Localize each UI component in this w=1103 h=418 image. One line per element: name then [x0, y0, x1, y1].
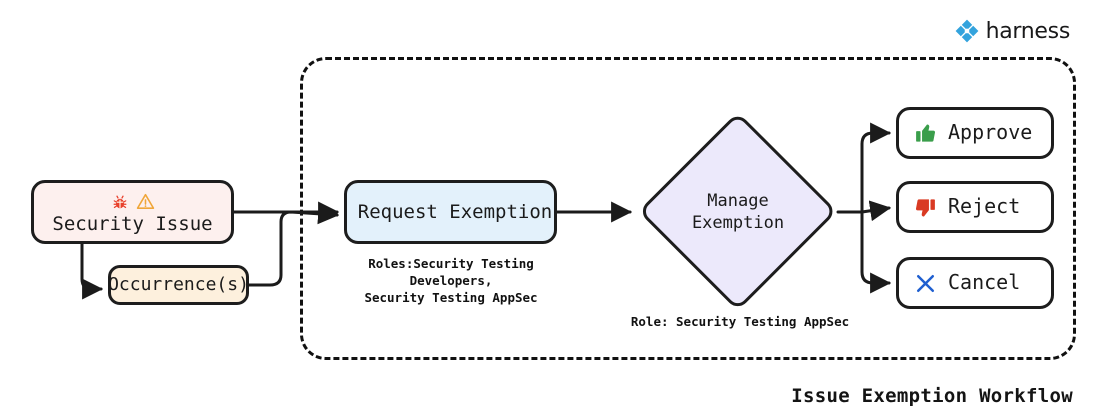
outcome-reject-label: Reject: [948, 194, 1021, 219]
security-issue-label: Security Issue: [52, 212, 213, 235]
outcome-approve-label: Approve: [948, 120, 1033, 145]
thumbs-down-icon: [913, 195, 937, 219]
exemption-workflow-group: [300, 57, 1076, 360]
harness-logo-icon: [955, 19, 978, 43]
bug-icon: [113, 195, 126, 209]
occurrences-label: Occurrence(s): [108, 274, 249, 296]
node-manage-exemption[interactable]: Manage Exemption: [638, 112, 838, 312]
node-outcome-cancel[interactable]: Cancel: [896, 257, 1054, 309]
request-exemption-label: Request Exemption: [357, 200, 553, 223]
node-occurrences[interactable]: Occurrence(s): [108, 265, 249, 305]
harness-wordmark: harness: [985, 18, 1071, 44]
node-outcome-approve[interactable]: Approve: [896, 107, 1054, 159]
thumbs-up-icon: [913, 121, 937, 145]
node-outcome-reject[interactable]: Reject: [896, 181, 1054, 233]
close-x-icon: [913, 271, 937, 295]
manage-exemption-role-caption: Role: Security Testing AppSec: [630, 314, 850, 329]
diagram-title: Issue Exemption Workflow: [791, 385, 1073, 407]
warning-triangle-icon: [136, 194, 154, 210]
node-security-issue[interactable]: Security Issue: [31, 180, 234, 244]
security-issue-icon-row: [111, 192, 155, 212]
outcome-cancel-label: Cancel: [948, 270, 1021, 295]
request-exemption-roles-caption: Roles:Security Testing Developers, Secur…: [364, 256, 538, 305]
manage-exemption-label: Manage Exemption: [691, 190, 785, 233]
harness-brand-logo: harness: [954, 18, 1070, 44]
node-request-exemption[interactable]: Request Exemption: [344, 180, 557, 244]
edge-security-issue-to-occurrences: [80, 242, 104, 300]
